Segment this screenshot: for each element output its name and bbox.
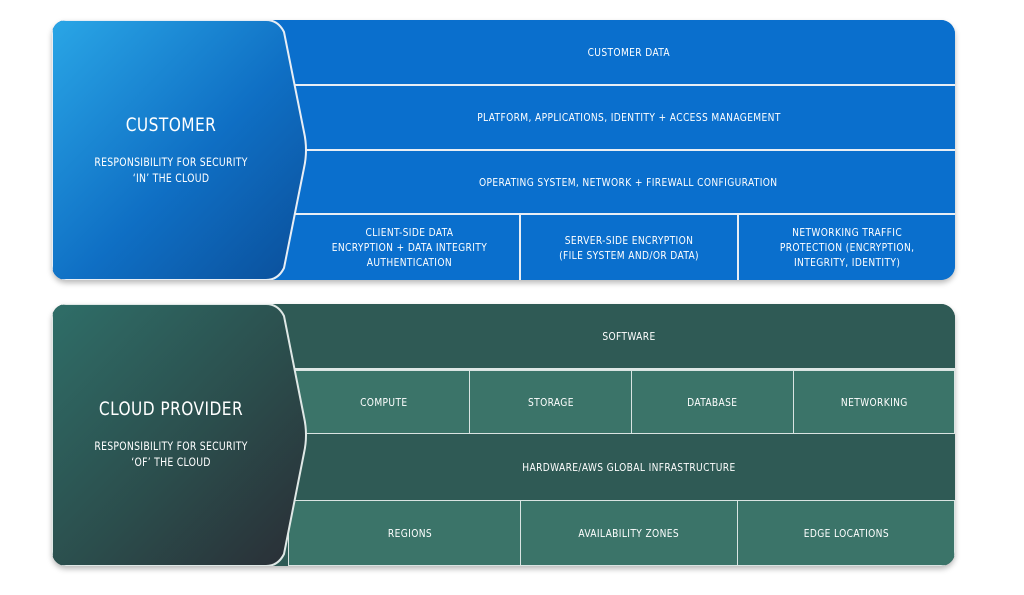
network-traffic-protection-cell: NETWORKING TRAFFIC PROTECTION (ENCRYPTIO… (737, 215, 955, 280)
availability-zones-cell: AVAILABILITY ZONES (520, 500, 738, 566)
networking-cell: NETWORKING (793, 370, 955, 434)
edge-locations-cell: EDGE LOCATIONS (737, 500, 955, 566)
storage-cell: STORAGE (469, 370, 632, 434)
customer-subtitle: RESPONSIBILITY FOR SECURITY ‘IN’ THE CLO… (94, 155, 248, 185)
client-side-encryption-cell: CLIENT-SIDE DATA ENCRYPTION + DATA INTEG… (288, 215, 520, 280)
customer-panel: CUSTOMER DATA PLATFORM, APPLICATIONS, ID… (52, 20, 955, 280)
provider-chevron (52, 304, 307, 566)
customer-title: CUSTOMER (125, 114, 217, 136)
provider-title: CLOUD PROVIDER (98, 398, 244, 420)
compute-cell: COMPUTE (288, 370, 470, 434)
provider-panel: SOFTWARE COMPUTE STORAGE DATABASE NETWOR… (52, 304, 955, 566)
row-divider (52, 368, 955, 370)
platform-row: PLATFORM, APPLICATIONS, IDENTITY + ACCES… (52, 86, 955, 151)
regions-cell: REGIONS (288, 500, 521, 566)
provider-subtitle: RESPONSIBILITY FOR SECURITY ‘OF’ THE CLO… (94, 439, 248, 469)
server-side-encryption-cell: SERVER-SIDE ENCRYPTION (FILE SYSTEM AND/… (519, 215, 737, 280)
database-cell: DATABASE (631, 370, 794, 434)
customer-chevron (52, 20, 307, 280)
